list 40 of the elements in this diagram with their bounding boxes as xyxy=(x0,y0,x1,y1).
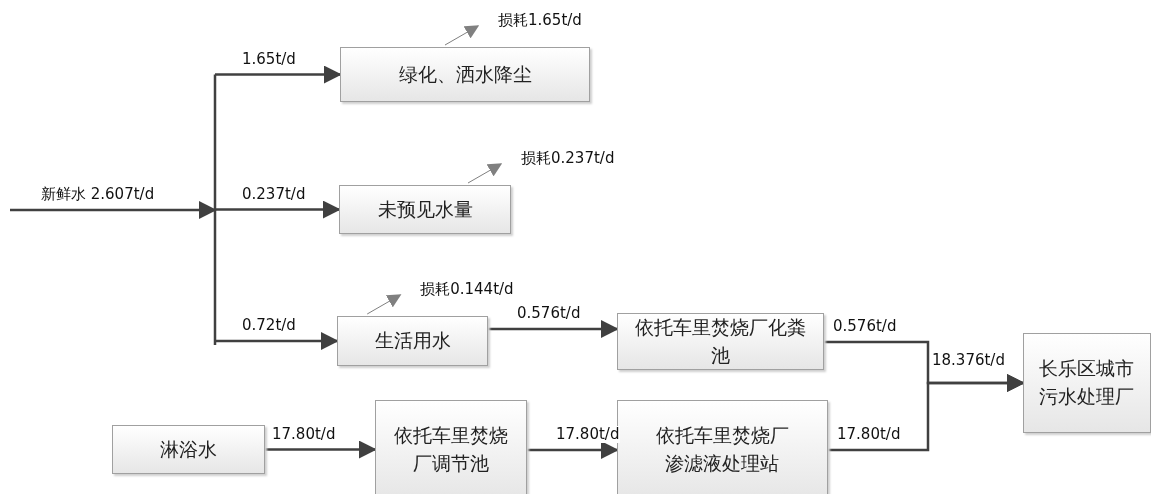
process-box xyxy=(340,47,590,102)
arrow xyxy=(527,441,619,459)
box-label: 绿化、洒水降尘 xyxy=(398,61,532,87)
edge-label: 1.65t/d xyxy=(241,50,297,67)
arrow xyxy=(215,332,339,350)
loss-label: 损耗0.237t/d xyxy=(520,150,616,167)
box-label: 依托车里焚烧厂渗滤液处理站 xyxy=(655,423,790,476)
edge-label: 0.237t/d xyxy=(241,185,307,202)
process-box xyxy=(1023,333,1151,433)
arrow xyxy=(10,74,217,345)
loss-label: 损耗1.65t/d xyxy=(497,12,583,29)
edge-label: 17.80t/d xyxy=(555,426,621,443)
edge-label: 17.80t/d xyxy=(836,426,902,443)
edge-label: 0.576t/d xyxy=(516,305,582,322)
box-label: 依托车里焚烧厂化粪池 xyxy=(635,314,806,368)
arrow xyxy=(265,440,377,459)
process-box xyxy=(617,400,828,494)
process-box xyxy=(112,425,265,474)
process-box xyxy=(339,185,511,234)
edge-label: 17.80t/d xyxy=(271,425,337,442)
arrow xyxy=(828,374,1025,452)
process-box xyxy=(375,400,527,494)
flow-label: 18.376t/d xyxy=(931,352,1006,369)
box-label: 生活用水 xyxy=(374,328,451,354)
box-label: 淋浴水 xyxy=(160,436,217,462)
loss-arrow xyxy=(366,294,402,315)
arrow xyxy=(488,320,619,338)
box-label: 依托车里焚烧厂调节池 xyxy=(394,423,508,476)
loss-arrow xyxy=(444,25,480,46)
arrow xyxy=(215,65,342,84)
loss-label: 损耗0.144t/d xyxy=(419,281,515,298)
process-box xyxy=(337,316,488,366)
box-label: 长乐区城市污水处理厂 xyxy=(1038,356,1136,409)
loss-arrow xyxy=(467,163,503,184)
edge-label: 0.72t/d xyxy=(241,317,297,334)
process-box xyxy=(617,313,824,370)
arrow xyxy=(215,200,341,219)
flow-label: 新鲜水 2.607t/d xyxy=(40,186,156,203)
box-label: 未预见水量 xyxy=(377,196,473,222)
edge-label: 0.576t/d xyxy=(832,318,898,335)
